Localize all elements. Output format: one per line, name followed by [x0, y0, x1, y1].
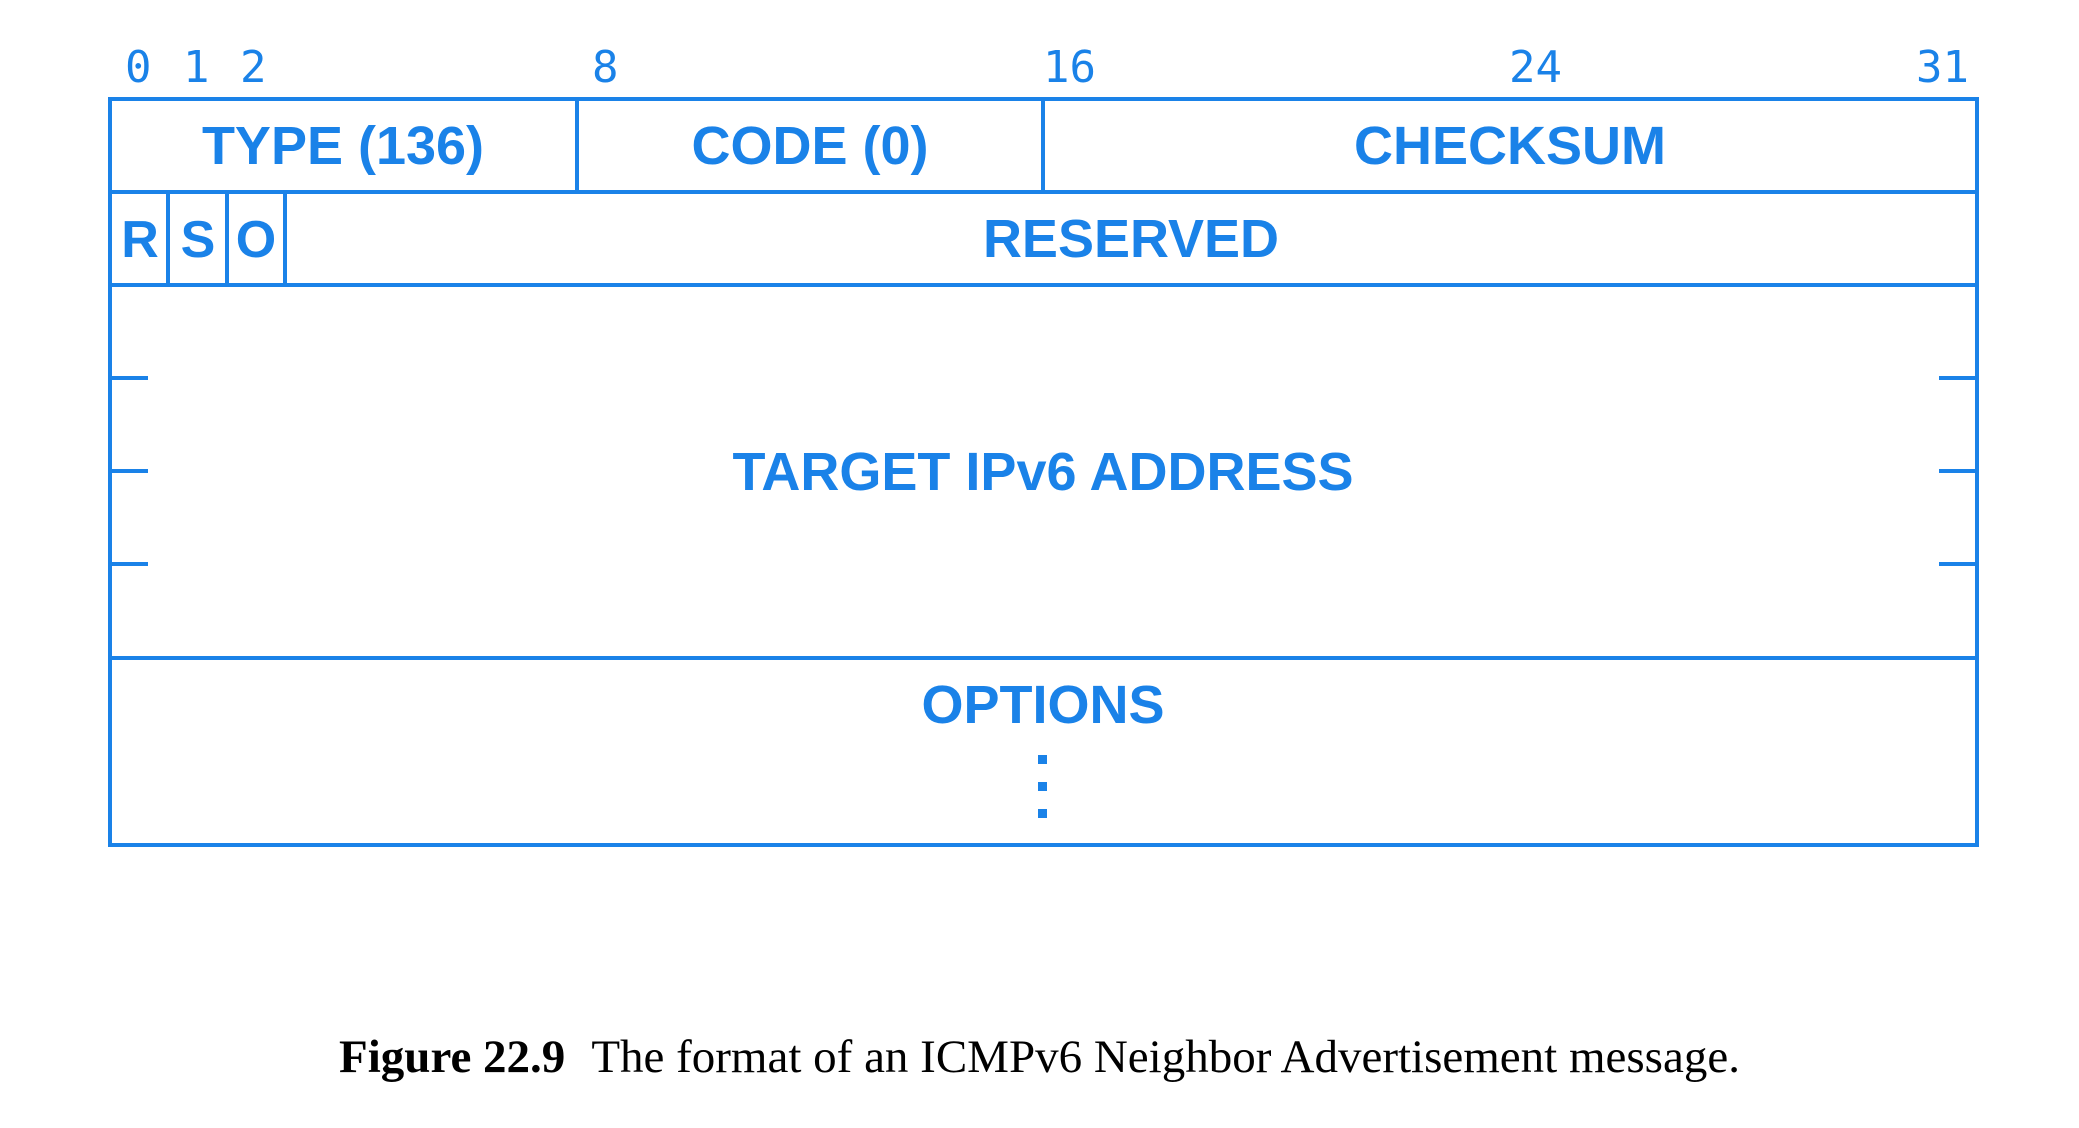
figure-caption: Figure 22.9 The format of an ICMPv6 Neigh…	[0, 1030, 2079, 1084]
ellipsis-dot-3	[1038, 809, 1047, 818]
packet-format-diagram: 0 1 2 8 16 24 31 TYPE (136) CODE (0) CHE…	[108, 42, 1979, 847]
bit-label-24: 24	[1509, 42, 1562, 93]
bit-label-31: 31	[1916, 42, 1969, 93]
flag-r-label: R	[121, 211, 159, 269]
bit-label-1: 1	[183, 42, 210, 93]
bit-label-2: 2	[240, 42, 267, 93]
bit-label-16: 16	[1043, 42, 1096, 93]
type-field-label: TYPE (136)	[202, 116, 484, 176]
figure-caption-text: The format of an ICMPv6 Neighbor Adverti…	[591, 1031, 1740, 1083]
code-field-label: CODE (0)	[691, 116, 928, 176]
bit-label-0: 0	[125, 42, 152, 93]
target-address-label: TARGET IPv6 ADDRESS	[732, 442, 1353, 502]
options-field-label: OPTIONS	[921, 675, 1164, 735]
reserved-field-label: RESERVED	[983, 209, 1279, 269]
flag-s-label: S	[181, 211, 216, 269]
figure-number: Figure 22.9	[339, 1031, 566, 1083]
ellipsis-dot-1	[1038, 755, 1047, 764]
checksum-field-label: CHECKSUM	[1354, 116, 1666, 176]
bit-label-8: 8	[592, 42, 619, 93]
flag-o-label: O	[236, 211, 276, 269]
ellipsis-dot-2	[1038, 782, 1047, 791]
